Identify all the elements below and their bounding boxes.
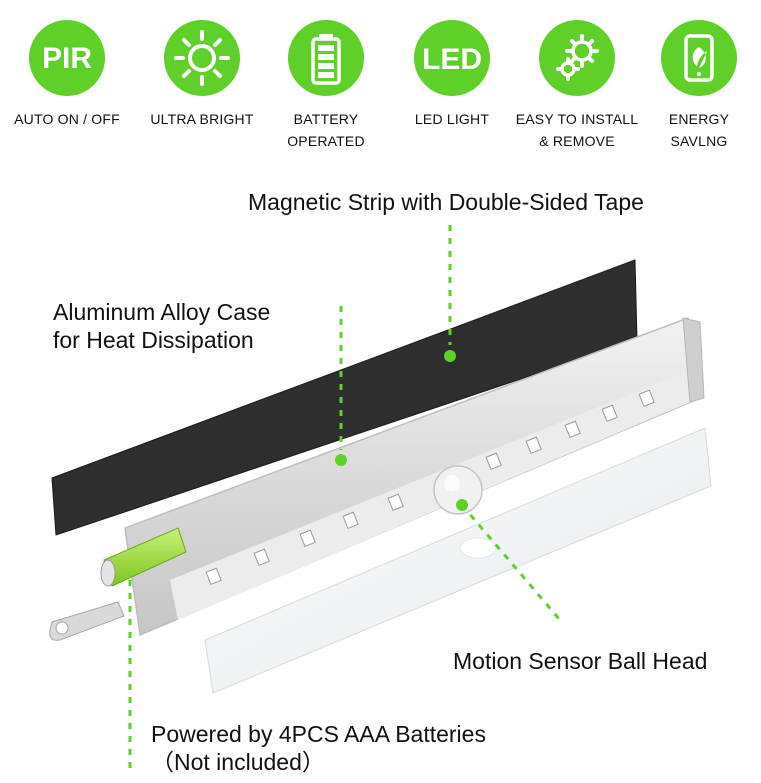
feature-label: ULTRA BRIGHT: [150, 111, 254, 127]
feature-label: EASY TO INSTALL & REMOVE: [515, 111, 639, 149]
feature-ultra-bright: ULTRA BRIGHT: [137, 20, 267, 130]
feature-energy-saving: ENERGY SAVLNG: [634, 20, 761, 152]
callout-leaders: [128, 225, 562, 770]
feature-label: LED LIGHT: [414, 111, 490, 127]
callout-motion-sensor: Motion Sensor Ball Head: [453, 648, 708, 674]
gears-icon: [539, 20, 615, 96]
callout-dots: [335, 350, 468, 511]
feature-led-light: LED LED LIGHT: [387, 20, 517, 130]
sun-icon: [164, 20, 240, 96]
led-panel: [170, 372, 690, 620]
callout-magnetic-strip: Magnetic Strip with Double-Sided Tape: [248, 189, 644, 215]
svg-text:PIR: PIR: [42, 42, 92, 75]
callout-aluminum-case: Aluminum Alloy Case for Heat Dissipation: [53, 299, 271, 353]
feature-battery-operated: BATTERY OPERATED: [261, 20, 391, 152]
energy-phone-icon: [661, 20, 737, 96]
case-end-cap: [682, 317, 705, 403]
callout-batteries: Powered by 4PCS AAA Batteries （Not inclu…: [151, 721, 486, 775]
led-chips: [205, 389, 655, 586]
led-badge-icon: LED: [414, 20, 490, 96]
aaa-battery: [100, 527, 187, 587]
pir-badge-icon: PIR: [29, 20, 105, 96]
feature-auto-on-off: PIR AUTO ON / OFF: [2, 20, 132, 130]
feature-label: AUTO ON / OFF: [14, 111, 120, 127]
feature-label: ENERGY SAVLNG: [668, 111, 730, 149]
diffuser-cover: [204, 427, 712, 694]
diffuser-sensor-hole: [459, 537, 497, 559]
svg-text:LED: LED: [422, 43, 482, 76]
feature-easy-install: EASY TO INSTALL & REMOVE: [512, 20, 642, 152]
mounting-bracket: [49, 601, 125, 641]
battery-icon: [288, 20, 364, 96]
feature-label: BATTERY OPERATED: [287, 111, 365, 149]
